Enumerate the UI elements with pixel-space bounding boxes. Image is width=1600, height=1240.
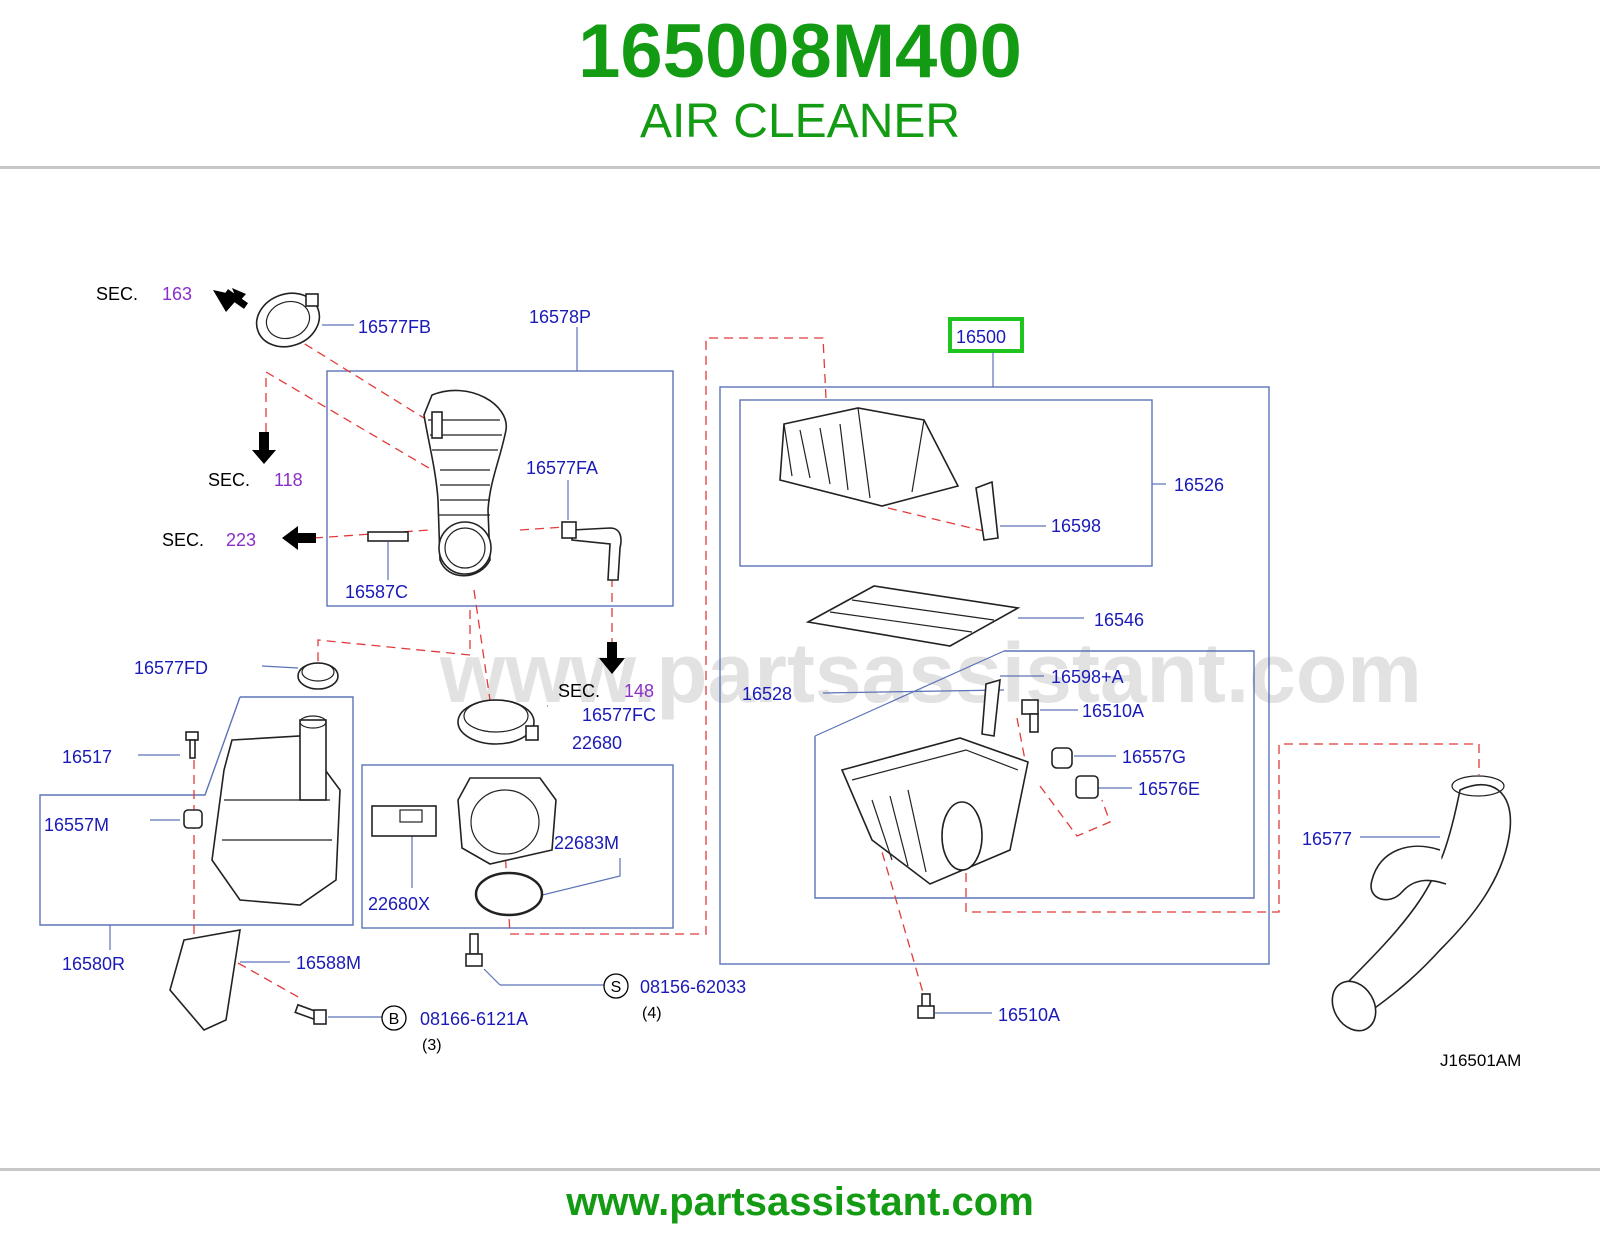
cover-16526 <box>779 407 960 507</box>
part-label-16587C[interactable]: 16587C <box>345 582 408 602</box>
box-16526 <box>739 399 1153 567</box>
bolt-16510A-top <box>1021 699 1039 733</box>
clamp-16577FB <box>255 292 321 348</box>
sec-118-label: SEC. <box>208 470 250 490</box>
box-22680 <box>361 764 674 929</box>
part-label-16598A[interactable]: 16598+A <box>1051 667 1124 687</box>
box-16580R <box>39 696 354 926</box>
part-label-16510A-bottom[interactable]: 16510A <box>998 1005 1060 1025</box>
part-label-22680[interactable]: 22680 <box>572 733 622 753</box>
oring-22683M <box>474 871 544 917</box>
bracket-16588M <box>169 929 241 1031</box>
symbol-s: S <box>611 979 622 996</box>
sec-148-number[interactable]: 148 <box>624 681 654 701</box>
part-label-16557G[interactable]: 16557G <box>1122 747 1186 767</box>
duct-16577 <box>1331 775 1512 1032</box>
part-label-16500[interactable]: 16500 <box>956 327 1006 347</box>
sec-223-number[interactable]: 223 <box>226 530 256 550</box>
part-number-title: 165008M400 <box>578 9 1022 94</box>
case-16528 <box>840 737 1029 885</box>
footer-url[interactable]: www.partsassistant.com <box>566 1180 1034 1224</box>
fastener-s[interactable]: S 08156-62033 (4) <box>603 973 746 1022</box>
part-label-16578P[interactable]: 16578P <box>529 307 591 327</box>
bolt-16517 <box>185 731 199 759</box>
sensor-22680X <box>371 805 437 837</box>
arrow-sec-163 <box>232 288 246 303</box>
clip-16598A <box>981 678 1001 737</box>
symbol-circle-s <box>603 973 629 999</box>
part-label-16598[interactable]: 16598 <box>1051 516 1101 536</box>
clip-16598 <box>975 480 999 541</box>
sec-118-number[interactable]: 118 <box>274 470 303 490</box>
part-label-08166-6121A[interactable]: 08166-6121A <box>420 1009 528 1029</box>
clamp-16577FC <box>457 699 539 745</box>
hose-16577FA <box>561 521 622 581</box>
clamp-16577FD <box>297 662 339 690</box>
bolt-16510A-bottom <box>917 993 935 1019</box>
box-16578P <box>326 370 674 607</box>
grommet-16557M <box>183 809 203 829</box>
footer-divider <box>0 1168 1600 1171</box>
arrow-sec-148 <box>607 642 617 662</box>
qty-08156-62033: (4) <box>642 1005 662 1022</box>
pipe-16587C <box>367 531 409 542</box>
part-label-16528[interactable]: 16528 <box>742 684 792 704</box>
symbol-b: B <box>389 1011 400 1028</box>
part-label-16517[interactable]: 16517 <box>62 747 112 767</box>
part-label-16526[interactable]: 16526 <box>1174 475 1224 495</box>
part-label-16557M[interactable]: 16557M <box>44 815 109 835</box>
arrow-sec-118 <box>259 432 269 454</box>
part-label-16580R[interactable]: 16580R <box>62 954 125 974</box>
resonator-16580R <box>211 715 341 906</box>
bolt-08156-62033 <box>465 933 483 967</box>
box-16500 <box>719 386 1270 965</box>
part-label-16577[interactable]: 16577 <box>1302 829 1352 849</box>
sec-148-label: SEC. <box>558 681 600 701</box>
part-label-16577FC[interactable]: 16577FC <box>582 705 656 725</box>
sec-163-label: SEC. <box>96 284 138 304</box>
box-16528 <box>814 650 1255 899</box>
part-label-16510A-top[interactable]: 16510A <box>1082 701 1144 721</box>
part-label-16577FB[interactable]: 16577FB <box>358 317 431 337</box>
filter-16546 <box>805 585 1021 647</box>
header-divider <box>0 166 1600 169</box>
arrow-sec-223 <box>296 533 316 543</box>
part-label-08156-62033[interactable]: 08156-62033 <box>640 977 746 997</box>
part-label-16577FA[interactable]: 16577FA <box>526 458 598 478</box>
part-label-22683M[interactable]: 22683M <box>554 833 619 853</box>
part-label-16576E[interactable]: 16576E <box>1138 779 1200 799</box>
sec-223-label: SEC. <box>162 530 204 550</box>
body-22680 <box>457 777 557 865</box>
part-label-16577FD[interactable]: 16577FD <box>134 658 208 678</box>
symbol-circle-b <box>381 1005 407 1031</box>
diagram-code: J16501AM <box>1440 1051 1521 1070</box>
qty-08166-6121A: (3) <box>422 1037 442 1054</box>
part-label-16546[interactable]: 16546 <box>1094 610 1144 630</box>
fastener-b[interactable]: B 08166-6121A (3) <box>381 1005 528 1054</box>
highlight-16500 <box>948 317 1024 353</box>
collar-16576E <box>1075 775 1099 799</box>
bolt-08166-6121A <box>294 1003 327 1025</box>
sec-163-number[interactable]: 163 <box>162 284 192 304</box>
grommet-16557G <box>1051 747 1073 769</box>
intake-duct-16578P <box>423 389 507 577</box>
part-label-22680X[interactable]: 22680X <box>368 894 430 914</box>
assembly-title: AIR CLEANER <box>639 95 961 148</box>
part-label-16588M[interactable]: 16588M <box>296 953 361 973</box>
